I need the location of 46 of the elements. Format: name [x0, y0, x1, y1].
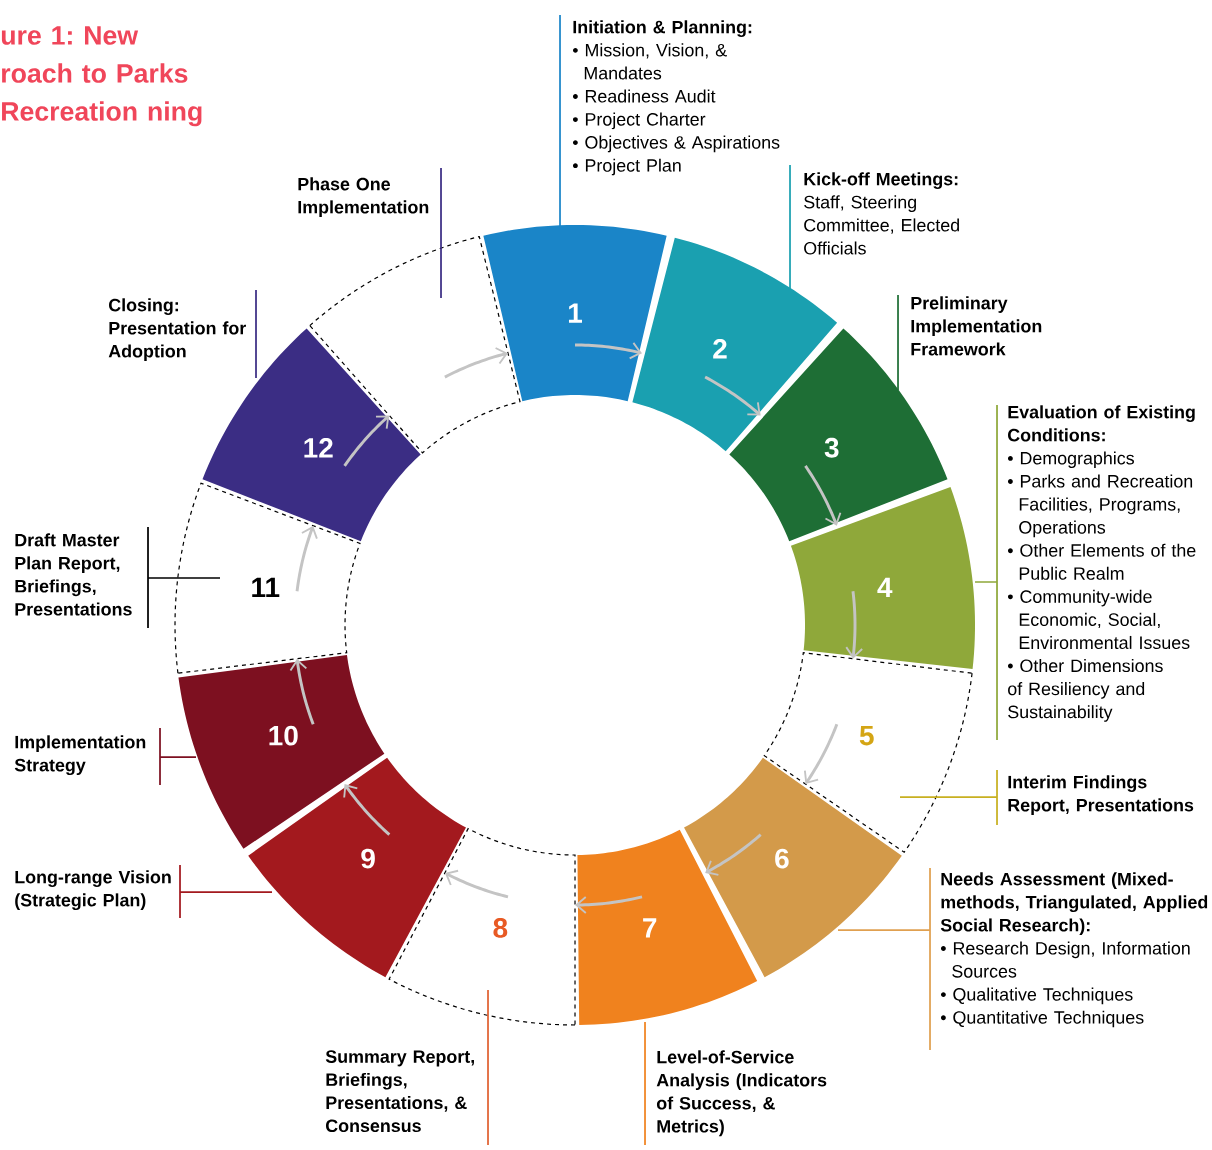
leader-line — [789, 164, 791, 290]
callout-text: Evaluation of Existing Conditions: • Demographics • Parks and Recreation Facilities, Programs, Operations • Other Elements of the Public Realm • Community-wide Economic, Social, Environmental Issues • Other Dimensions of Resiliency and Sustainability — [1008, 405, 1196, 722]
flow-arrow — [444, 869, 509, 899]
leader-line — [897, 294, 899, 391]
callout-text: Long-range Vision (Strategic Plan) — [15, 870, 171, 911]
leader-line — [837, 867, 931, 1051]
leader-line — [644, 1021, 646, 1146]
ring-segment: 11 — [174, 482, 361, 674]
flow-arrow — [289, 658, 315, 725]
flow-arrow — [343, 415, 390, 467]
flow-arrow — [704, 375, 761, 416]
flow-arrow — [845, 591, 864, 659]
callout-text: Draft Master Plan Report, Briefings, Presentations — [15, 533, 132, 616]
flow-arrow — [705, 833, 762, 876]
callout-text: Implementation Strategy — [14, 735, 146, 776]
ring-segment: 8 — [388, 827, 576, 1026]
callout-text: Summary Report, Briefings, Presentations, & Consensus — [325, 1050, 474, 1133]
callout-text: Initiation & Planning: • Mission, Vision, & Mandates • Readiness Audit • Project Charter • Objectives & Aspirations • Project Plan — [573, 20, 780, 176]
callout-text: Phase One Implementation — [298, 177, 429, 217]
ring-segment: 10 — [178, 655, 385, 849]
leader-line — [159, 727, 197, 786]
callout-text: Level-of-Service Analysis (Indicators of Success, & Metrics) — [656, 1050, 827, 1137]
leader-line — [255, 289, 257, 379]
flow-arrow — [575, 895, 643, 914]
ring-segment: 4 — [790, 487, 975, 670]
leader-line — [899, 769, 998, 826]
leader-line — [440, 167, 442, 299]
ring-segment: 7 — [577, 829, 758, 1025]
leader-line — [974, 404, 998, 741]
ring-segment: 9 — [248, 757, 466, 978]
callout-text: Needs Assessment (Mixed-methods, Triangulated, Applied Social Research): • Research Design, Information Sources • Qualitative Techniques • Quantitative Techniques — [940, 872, 1208, 1028]
flow-arrow — [575, 341, 643, 360]
ring-segment: 1 — [483, 225, 667, 402]
leader-line — [487, 989, 489, 1146]
flow-arrow — [803, 723, 839, 785]
flow-arrow — [343, 784, 391, 836]
leader-line — [559, 14, 561, 227]
flow-arrow — [804, 465, 842, 526]
flow-arrow — [444, 347, 508, 379]
ring-segment: 6 — [684, 757, 902, 978]
callout-text: Interim Findings Report, Presentations — [1008, 775, 1194, 815]
leader-line — [179, 864, 273, 919]
leader-line — [147, 526, 221, 629]
figure-title: ure 1: New roach to Parks Recreation ning — [1, 26, 202, 127]
flow-arrow — [295, 525, 318, 592]
callout-text: Kick-off Meetings: Staff, Steering Committee, Elected Officials — [804, 172, 959, 255]
